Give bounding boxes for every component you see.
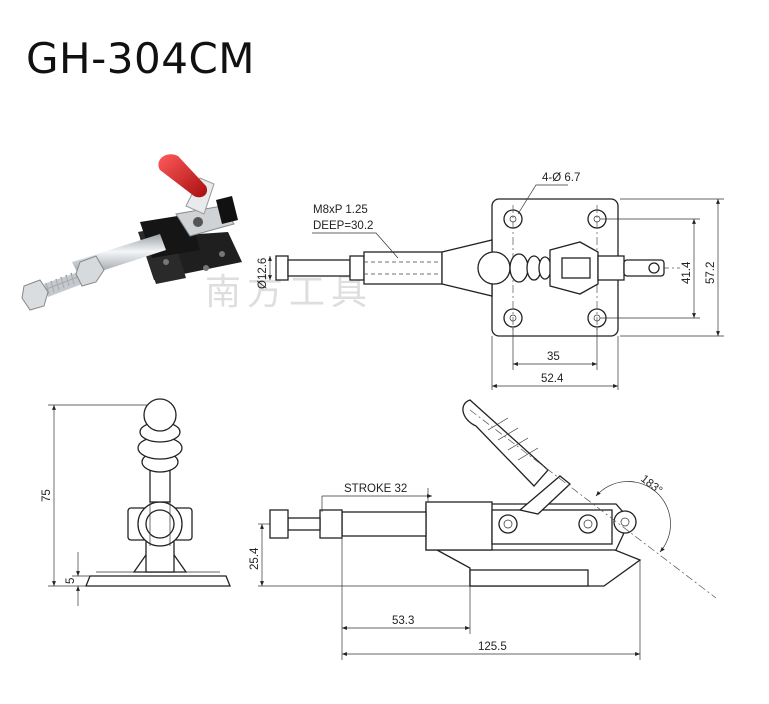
dim-angle: 183°	[638, 473, 664, 497]
dim-53: 53.3	[392, 615, 414, 627]
dim-125: 125.5	[478, 641, 507, 653]
dim-stroke: STROKE 32	[344, 483, 407, 495]
dim-41: 41.4	[681, 261, 693, 284]
dim-25: 25.4	[249, 547, 261, 570]
side-view: 183° STROKE 32 25.4 53.3 125.5	[249, 399, 717, 660]
product-title: GH-304CM	[26, 34, 256, 83]
dim-75: 75	[41, 489, 53, 502]
dim-5: 5	[65, 578, 77, 584]
product-photo	[21, 154, 242, 311]
dim-57: 57.2	[705, 262, 717, 284]
dim-holes: 4-Ø 6.7	[542, 172, 580, 184]
watermark-text: 南方工具	[205, 272, 373, 313]
top-view: Ø12.6 M8xP 1.25 DEEP=30.2 4-Ø 6.7 41.4 5…	[257, 172, 724, 390]
dim-thread: M8xP 1.25	[313, 204, 368, 216]
dim-52: 52.4	[541, 373, 564, 385]
dim-35: 35	[547, 351, 560, 363]
front-view: 75 5	[41, 398, 231, 606]
dim-deep: DEEP=30.2	[313, 220, 373, 232]
dim-rod-diameter: Ø12.6	[257, 258, 269, 289]
